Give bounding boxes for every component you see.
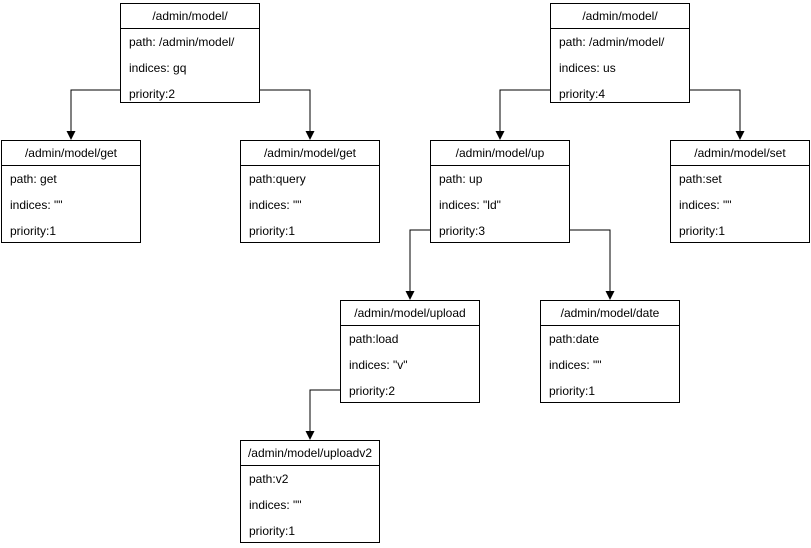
- node-path-row: path: /admin/model/: [559, 35, 665, 49]
- arrowhead-icon: [66, 131, 76, 140]
- node-path-row: path:date: [549, 332, 600, 346]
- node-title: /admin/model/get: [2, 141, 140, 166]
- node-path-row: path:v2: [249, 472, 289, 486]
- node-title: /admin/model/date: [541, 301, 679, 326]
- node-priority-row: priority:1: [249, 524, 296, 538]
- node-path-row: path:load: [349, 332, 399, 346]
- node-priority-row: priority:1: [249, 224, 296, 238]
- node-priority-row: priority:2: [349, 384, 396, 398]
- route-node-upload[interactable]: /admin/model/upload path:load indices: "…: [340, 300, 480, 403]
- arrowhead-icon: [495, 131, 505, 140]
- node-body: path:set indices: "" priority:1: [671, 166, 809, 244]
- node-priority-row: priority:1: [679, 224, 726, 238]
- node-title: /admin/model/up: [431, 141, 569, 166]
- node-body: path:date indices: "" priority:1: [541, 326, 679, 404]
- arrowhead-icon: [735, 131, 745, 140]
- node-body: path:query indices: "" priority:1: [241, 166, 379, 244]
- route-node-up[interactable]: /admin/model/up path: up indices: "ld" p…: [430, 140, 570, 243]
- edge-up-to-upload: [409, 229, 430, 291]
- node-priority-row: priority:3: [439, 224, 486, 238]
- edge-root-us-to-set: [690, 89, 741, 131]
- node-body: path: /admin/model/ indices: us priority…: [551, 29, 689, 107]
- route-node-root-us[interactable]: /admin/model/ path: /admin/model/ indice…: [550, 3, 690, 103]
- edge-upload-to-uploadv2: [309, 389, 340, 431]
- node-path-row: path: /admin/model/: [129, 35, 235, 49]
- node-title: /admin/model/get: [241, 141, 379, 166]
- edge-root-gq-to-get: [70, 89, 120, 131]
- node-title: /admin/model/set: [671, 141, 809, 166]
- node-title: /admin/model/upload: [341, 301, 479, 326]
- arrowhead-icon: [305, 431, 315, 440]
- node-title: /admin/model/: [551, 4, 689, 29]
- route-node-uploadv2[interactable]: /admin/model/uploadv2 path:v2 indices: "…: [240, 440, 380, 543]
- node-indices-row: indices: "v": [349, 358, 408, 372]
- node-indices-row: indices: gq: [129, 61, 187, 75]
- node-indices-row: indices: "": [10, 198, 63, 212]
- route-node-set[interactable]: /admin/model/set path:set indices: "" pr…: [670, 140, 810, 243]
- node-priority-row: priority:1: [10, 224, 57, 238]
- arrowhead-icon: [605, 291, 615, 300]
- node-title: /admin/model/: [121, 4, 259, 29]
- node-body: path:v2 indices: "" priority:1: [241, 466, 379, 544]
- node-indices-row: indices: "ld": [439, 198, 501, 212]
- node-path-row: path: up: [439, 172, 483, 186]
- edge-root-gq-to-query: [260, 89, 311, 131]
- node-indices-row: indices: us: [559, 61, 616, 75]
- route-node-query[interactable]: /admin/model/get path:query indices: "" …: [240, 140, 380, 243]
- edge-up-to-date: [570, 229, 611, 291]
- route-node-get[interactable]: /admin/model/get path: get indices: "" p…: [1, 140, 141, 243]
- arrowhead-icon: [305, 131, 315, 140]
- node-path-row: path:query: [249, 172, 306, 186]
- node-body: path: /admin/model/ indices: gq priority…: [121, 29, 259, 107]
- node-body: path:load indices: "v" priority:2: [341, 326, 479, 404]
- node-title: /admin/model/uploadv2: [241, 441, 379, 466]
- node-body: path: get indices: "" priority:1: [2, 166, 140, 244]
- node-body: path: up indices: "ld" priority:3: [431, 166, 569, 244]
- arrowhead-icon: [405, 291, 415, 300]
- edge-root-us-to-up: [499, 89, 550, 131]
- route-node-date[interactable]: /admin/model/date path:date indices: "" …: [540, 300, 680, 403]
- node-indices-row: indices: "": [249, 198, 302, 212]
- node-indices-row: indices: "": [679, 198, 732, 212]
- node-priority-row: priority:1: [549, 384, 596, 398]
- node-indices-row: indices: "": [549, 358, 602, 372]
- node-priority-row: priority:2: [129, 87, 176, 101]
- node-path-row: path: get: [10, 172, 57, 186]
- node-priority-row: priority:4: [559, 87, 606, 101]
- route-node-root-gq[interactable]: /admin/model/ path: /admin/model/ indice…: [120, 3, 260, 103]
- node-indices-row: indices: "": [249, 498, 302, 512]
- node-path-row: path:set: [679, 172, 722, 186]
